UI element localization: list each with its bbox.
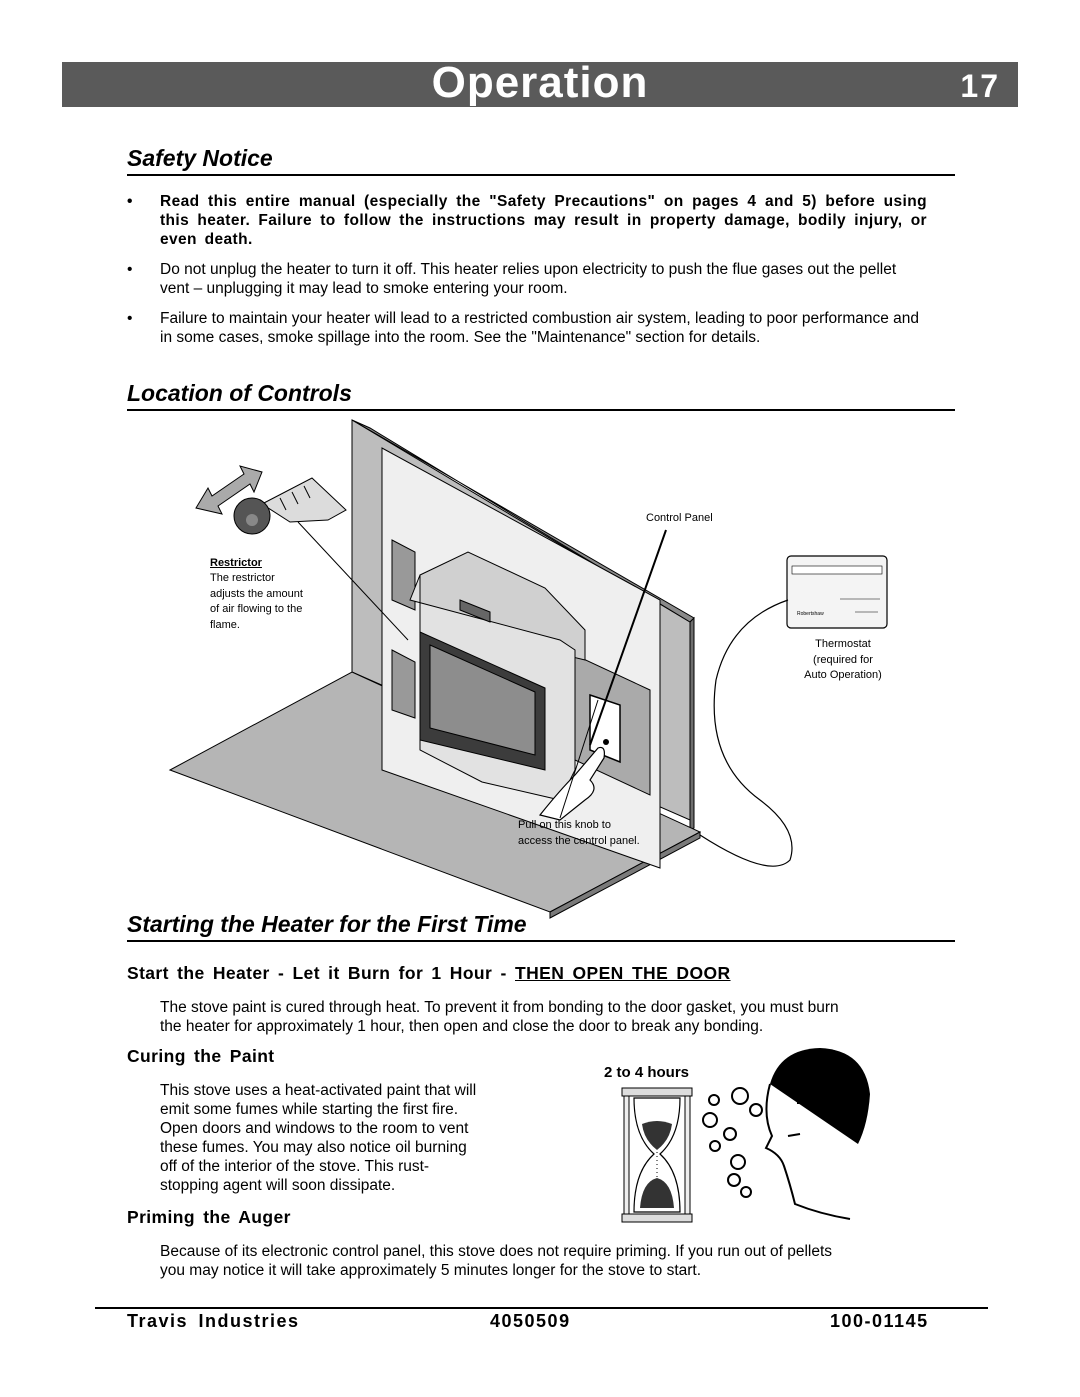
starting-intro: The stove paint is cured through heat. T… (160, 998, 839, 1036)
curing-line: stopping agent will soon dissipate. (160, 1177, 396, 1194)
control-panel-label: Control Panel (646, 512, 713, 524)
thermostat-caption-line: (required for (813, 653, 873, 666)
restrictor-caption-line: adjusts the amount (210, 587, 303, 600)
knob-caption-line: Pull on this knob to (518, 819, 611, 831)
restrictor-caption-line: flame. (210, 618, 240, 631)
knob-caption: Pull on this knob to access the control … (518, 818, 640, 849)
hourglass-icon (621, 1087, 693, 1223)
thermostat-caption-line: Auto Operation) (804, 669, 882, 681)
restrictor-caption-line: The restrictor (210, 572, 275, 584)
safety-bullet-3: Failure to maintain your heater will lea… (127, 309, 927, 347)
safety-bullet-1: Read this entire manual (especially the … (127, 192, 927, 249)
priming-line: you may notice it will take approximatel… (160, 1262, 702, 1279)
intro-line: the heater for approximately 1 hour, the… (160, 1018, 764, 1035)
hours-label: 2 to 4 hours (604, 1064, 690, 1081)
priming-line: Because of its electronic control panel,… (160, 1243, 833, 1260)
footer-company: Travis Industries (127, 1311, 300, 1331)
thermostat-brand: Robertshaw (797, 611, 824, 617)
curing-line: off of the interior of the stove. This r… (160, 1158, 430, 1175)
subheading-text: Start the Heater - Let it Burn for 1 Hou… (127, 963, 515, 983)
footer-rule (95, 1307, 988, 1309)
section-heading-starting: Starting the Heater for the First Time (127, 911, 955, 942)
safety-bullet-list: Read this entire manual (especially the … (127, 192, 927, 358)
curing-line: emit some fumes while starting the first… (160, 1101, 459, 1118)
footer-code: 4050509 (490, 1311, 571, 1331)
footer-doc-number: 100-01145 (830, 1311, 929, 1331)
curing-line: these fumes. You may also notice oil bur… (160, 1139, 467, 1156)
curing-line: This stove uses a heat-activated paint t… (160, 1082, 477, 1099)
knob-caption-line: access the control panel. (518, 834, 640, 847)
thermostat-caption: Thermostat (required for Auto Operation) (790, 637, 896, 684)
starting-subheading: Start the Heater - Let it Burn for 1 Hou… (127, 963, 731, 984)
section-heading-safety: Safety Notice (127, 145, 955, 176)
page-title: Operation (431, 58, 649, 107)
restrictor-caption-line: of air flowing to the (210, 603, 303, 615)
restrictor-caption: The restrictor adjusts the amount of air… (210, 571, 325, 633)
curing-text: This stove uses a heat-activated paint t… (160, 1081, 476, 1195)
curing-line: Open doors and windows to the room to ve… (160, 1120, 469, 1137)
thermostat-caption-line: Thermostat (815, 638, 871, 650)
intro-line: The stove paint is cured through heat. T… (160, 999, 839, 1016)
curing-heading: Curing the Paint (127, 1046, 275, 1066)
subheading-emphasis: THEN OPEN THE DOOR (515, 963, 731, 983)
page-header-bar: Operation 17 (62, 58, 1018, 107)
page-number: 17 (960, 68, 1000, 104)
section-heading-controls: Location of Controls (127, 380, 955, 411)
person-face-icon (702, 1048, 870, 1220)
priming-heading: Priming the Auger (127, 1207, 291, 1227)
priming-text: Because of its electronic control panel,… (160, 1242, 832, 1280)
restrictor-title: Restrictor (210, 557, 262, 569)
safety-bullet-2: Do not unplug the heater to turn it off.… (127, 260, 927, 298)
